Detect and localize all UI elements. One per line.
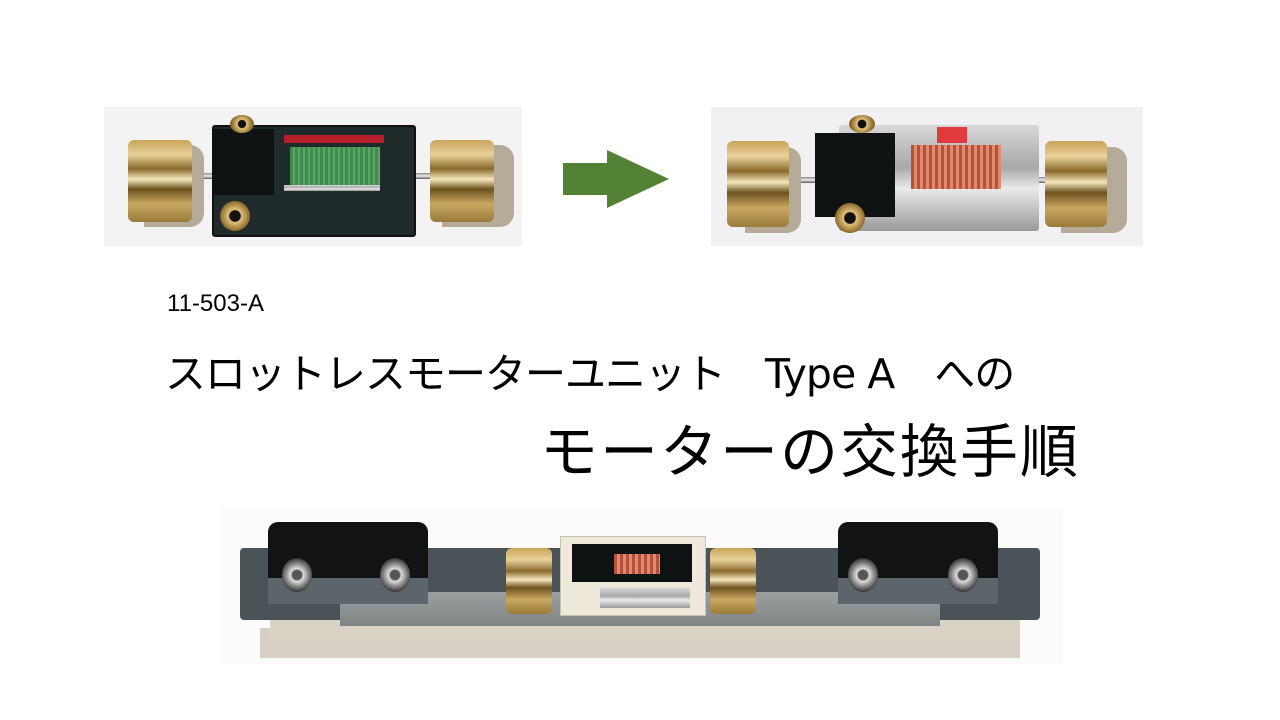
bogie-wheel [948,558,978,592]
copper-coil [614,554,660,574]
left-flywheel [506,548,552,614]
title-line-2: モーターの交換手順 [540,418,1081,486]
left-flywheel [727,141,789,227]
coil-plate [284,185,380,191]
bogie-wheel [380,558,410,592]
after-motor-photo [711,107,1143,246]
title-line-1: スロットレスモーターユニット Type A への [165,350,1015,398]
bottom-pin [220,201,250,231]
magnet-stripe [284,135,384,143]
motor-end-cap [214,129,274,195]
magnet-tab [937,127,967,143]
bogie-wheel [282,558,312,592]
bogie-wheel [848,558,878,592]
right-flywheel [430,140,494,222]
chassis-photo [220,508,1062,664]
copper-coil [911,145,1001,189]
top-pin [849,115,875,133]
right-flywheel [710,548,756,614]
left-flywheel [128,140,192,222]
product-code: 11-503-A [167,290,264,317]
bottom-pin [835,203,865,233]
motor-housing [600,588,690,608]
right-arrow-icon [563,150,669,208]
top-pin [230,115,254,133]
before-motor-photo [104,107,522,246]
right-flywheel [1045,141,1107,227]
green-coil [290,147,380,185]
